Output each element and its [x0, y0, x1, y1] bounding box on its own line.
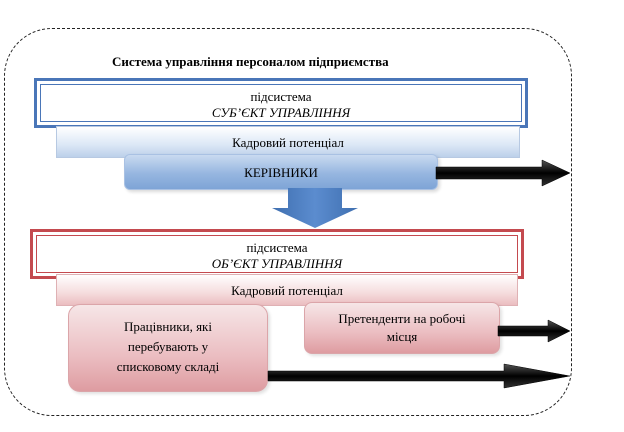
- subject-subsystem-name: СУБ’ЄКТ УПРАВЛІННЯ: [211, 105, 351, 120]
- workers-line-2: перебувають у: [127, 339, 209, 354]
- managers-box: КЕРІВНИКИ: [124, 154, 438, 190]
- candidates-box: Претенденти на робочі місця: [304, 302, 500, 354]
- down-arrow: [272, 188, 358, 228]
- managers-arrow: [435, 159, 571, 187]
- candidates-arrow: [497, 319, 571, 343]
- object-subsystem-box: підсистема ОБ’ЄКТ УПРАВЛІННЯ: [30, 229, 524, 279]
- object-subsystem-label: підсистема: [246, 240, 308, 255]
- candidates-line-2: місця: [386, 329, 418, 344]
- workers-box: Працівники, які перебувають у списковому…: [68, 304, 268, 392]
- candidates-line-1: Претенденти на робочі: [338, 311, 466, 326]
- subject-subsystem-box: підсистема СУБ’ЄКТ УПРАВЛІННЯ: [34, 78, 528, 128]
- workers-line-3: списковому складі: [116, 359, 220, 374]
- subject-subsystem-label: підсистема: [250, 89, 312, 104]
- object-potential-box: Кадровий потенціал: [56, 274, 518, 306]
- workers-arrow: [267, 363, 571, 389]
- diagram-title: Система управління персоналом підприємст…: [112, 54, 389, 69]
- object-subsystem-name: ОБ’ЄКТ УПРАВЛІННЯ: [211, 256, 343, 271]
- system-boundary: [4, 28, 572, 416]
- workers-line-1: Працівники, які: [124, 319, 212, 334]
